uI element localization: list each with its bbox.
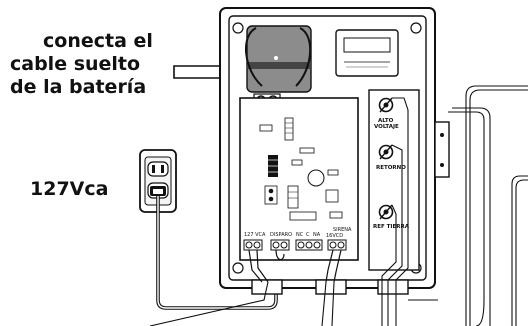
label-sirena-bottom: 16VCD (326, 233, 343, 239)
label-ref-tierra: REF TIERRA (373, 224, 410, 230)
label-alto: ALTO (378, 118, 394, 124)
label-sirena-top: SIRENA (333, 227, 352, 233)
voltage-label: 127Vca (30, 178, 108, 200)
fence-wires (149, 85, 528, 326)
label-na: NA (313, 232, 321, 238)
callout-line-2: cable suelto (10, 53, 140, 75)
terminal-blocks (243, 239, 347, 251)
wall-outlet (139, 149, 177, 213)
callout-line-1: conecta el (43, 30, 153, 52)
label-disparo: DISPARO (270, 232, 292, 238)
label-127vca: 127 VCA (244, 232, 266, 238)
label-c: C (306, 232, 310, 238)
transformer (335, 29, 399, 77)
circuit-board (239, 97, 359, 261)
callout-line-3: de la batería (10, 76, 146, 98)
label-nc: NC (296, 232, 304, 238)
internal-wiring (248, 249, 342, 283)
label-retorno: RETORNO (376, 165, 406, 171)
label-voltaje: VOLTAJE (374, 124, 399, 130)
retorno-terminal (378, 144, 394, 160)
alto-voltaje-terminal (378, 97, 394, 113)
output-terminal-panel (368, 89, 420, 271)
battery (244, 25, 312, 93)
ref-tierra-terminal (378, 204, 394, 220)
